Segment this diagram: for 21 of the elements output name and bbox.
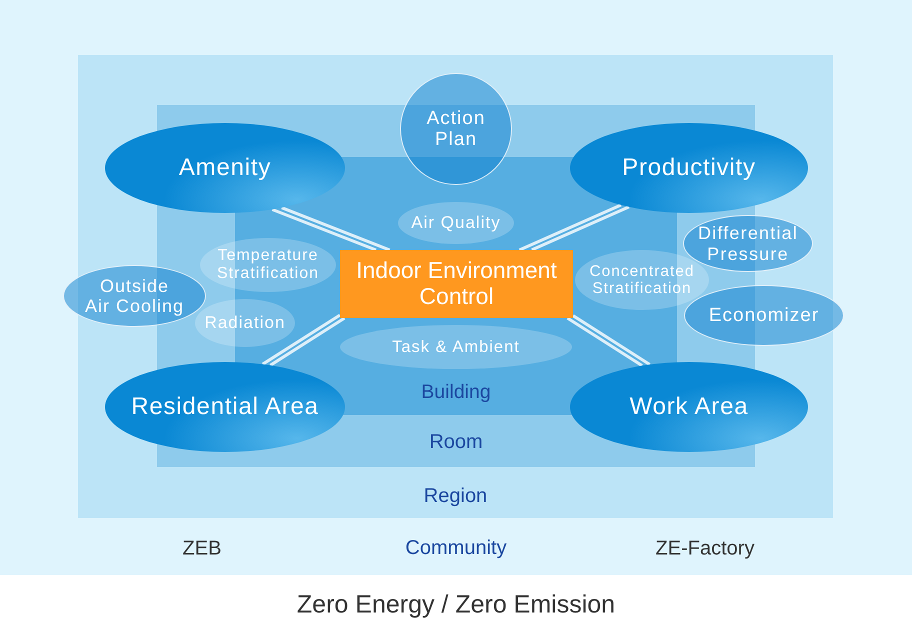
- scope-label: ZE-Factory: [656, 538, 754, 560]
- connector-line: [270, 206, 392, 252]
- area-label: Room: [429, 430, 483, 454]
- connector-line: [261, 314, 346, 367]
- control-box: Indoor Environment Control: [340, 250, 573, 318]
- scope-label: ZEB: [182, 538, 222, 560]
- connector-line: [566, 314, 652, 368]
- area-label: Building: [421, 382, 491, 404]
- area-panel: [0, 0, 912, 575]
- factor-ellipse: Radiation: [195, 299, 295, 347]
- area-label: Community: [405, 536, 507, 560]
- area-panel: [78, 55, 833, 518]
- factor-ellipse: Task & Ambient: [340, 325, 572, 369]
- connector-line: [518, 204, 630, 252]
- factor-ellipse: Temperature Stratification: [200, 238, 336, 292]
- area-label: Region: [424, 484, 488, 508]
- factor-ellipse: Air Quality: [398, 202, 514, 244]
- measure-ellipse: Action Plan: [400, 73, 512, 185]
- factor-ellipse: Concentrated Stratification: [575, 250, 709, 310]
- measure-ellipse: Outside Air Cooling: [63, 265, 206, 327]
- caption: Zero Energy / Zero Emission: [296, 590, 616, 619]
